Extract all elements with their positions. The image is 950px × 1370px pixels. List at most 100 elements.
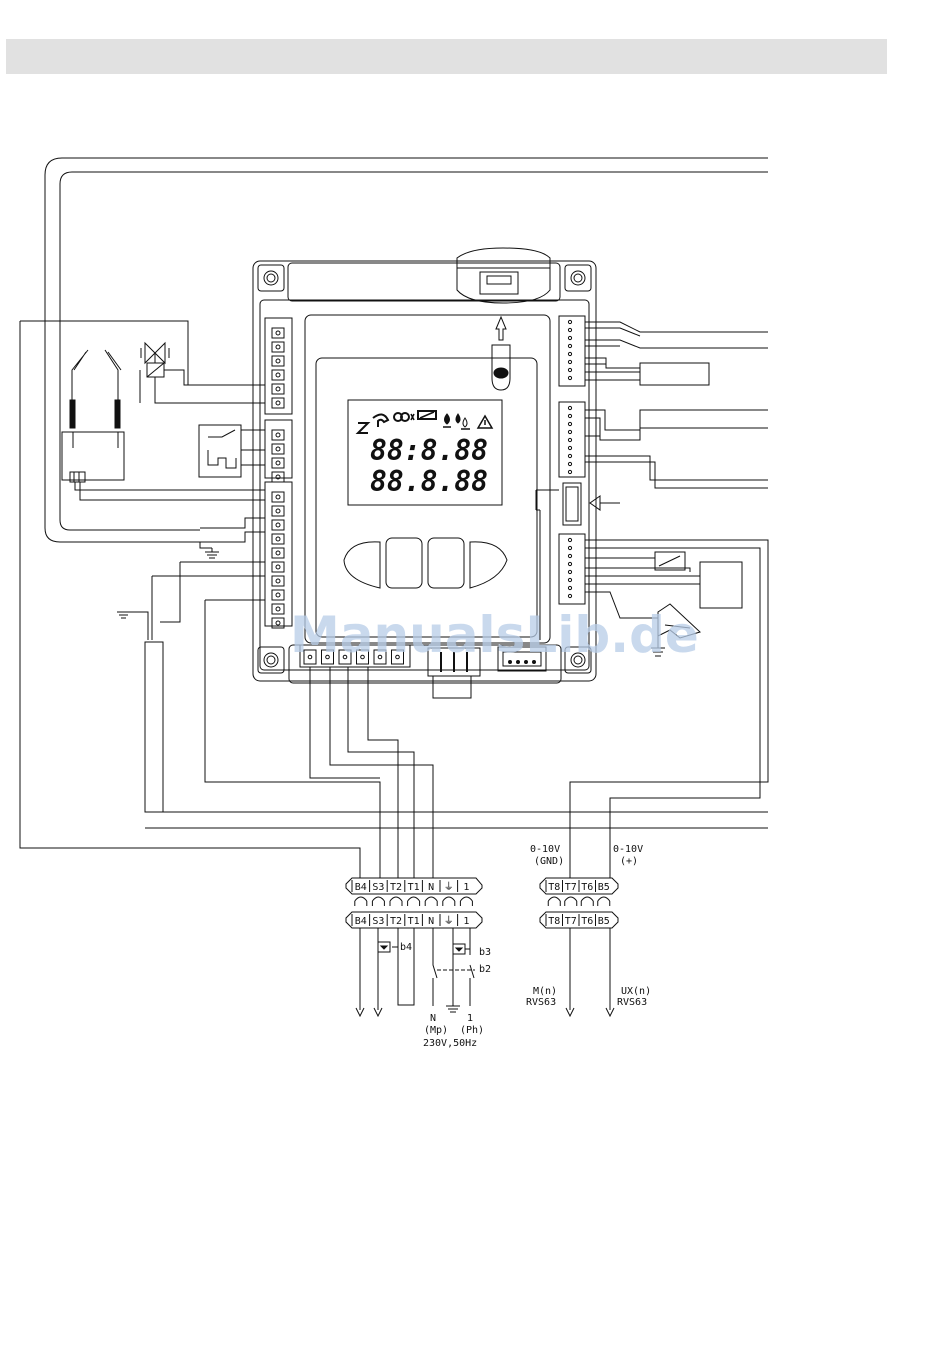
pin-contact: [568, 344, 571, 347]
terminal-link: [443, 897, 455, 901]
label-phase: 1: [467, 1013, 473, 1024]
pin-contact: [568, 352, 571, 355]
pressure-switch: [199, 425, 265, 477]
pin-slot: [272, 576, 284, 586]
pin-contact: [568, 454, 571, 457]
pin-contact: [568, 546, 571, 549]
terminal-label: T1: [408, 916, 420, 927]
pin-screw: [276, 401, 280, 405]
pin-contact: [568, 360, 571, 363]
pin-slot: [272, 398, 284, 408]
label-m-sub: RVS63: [526, 997, 556, 1008]
left-wiring: [20, 321, 768, 878]
pin-slot: [272, 328, 284, 338]
pin-contact: [568, 446, 571, 449]
pin-screw: [276, 607, 280, 611]
pin-contact: [568, 438, 571, 441]
terminal-label: T2: [390, 916, 402, 927]
pin-screw: [276, 579, 280, 583]
terminal-link: [460, 897, 472, 901]
terminal-label: T6: [581, 882, 593, 893]
label-plus-line2: (+): [620, 856, 638, 867]
pin-slot: [272, 370, 284, 380]
pin-slot: [272, 534, 284, 544]
label-neutral-sub: (Mp): [424, 1025, 448, 1036]
terminal-label: S3: [372, 916, 384, 927]
terminal-label: 1: [463, 882, 469, 893]
button-plus[interactable]: [428, 538, 464, 588]
terminal-label: T8: [548, 916, 560, 927]
pin-screw: [276, 461, 280, 465]
pin-slot: [272, 342, 284, 352]
right-terminal-strips: [536, 316, 620, 640]
control-buttons: [344, 538, 507, 588]
terminal-link: [548, 897, 560, 901]
terminal-label: N: [428, 882, 434, 893]
terminal-label: T8: [548, 882, 560, 893]
pin-slot: [272, 356, 284, 366]
pin-contact: [568, 320, 571, 323]
terminal-label: ⏚: [444, 915, 454, 927]
display-line-1: 88:8.88: [370, 434, 488, 467]
terminal-label: T7: [565, 916, 577, 927]
label-gnd-line2: (GND): [534, 856, 564, 867]
button-left[interactable]: [344, 542, 380, 588]
terminal-block-left: B4B4S3S3T2T2T1T1NN⏚⏚11: [346, 878, 482, 928]
terminal-label: B4: [355, 882, 367, 893]
terminal-link: [372, 897, 384, 901]
terminal-link: [408, 897, 420, 901]
pin-slot: [272, 444, 284, 454]
pin-slot: [272, 472, 284, 482]
label-m: M(n): [533, 986, 557, 997]
terminal-label: ⏚: [444, 881, 454, 893]
pin-screw: [276, 373, 280, 377]
pin-screw: [276, 621, 280, 625]
terminal-link: [390, 897, 402, 901]
left-terminal-strips: [265, 318, 292, 628]
terminal-label: B4: [355, 916, 367, 927]
pin-slot: [272, 590, 284, 600]
pin-slot: [272, 430, 284, 440]
label-b2: b2: [479, 964, 491, 975]
watermark: ManualsLib.de: [290, 606, 699, 664]
pin-contact: [568, 462, 571, 465]
pin-slot: [272, 562, 284, 572]
terminal-label: S3: [372, 882, 384, 893]
terminal-link: [425, 897, 437, 901]
right-wiring: [570, 322, 768, 878]
label-plus-line1: 0-10V: [613, 844, 643, 855]
pin-screw: [276, 593, 280, 597]
terminal-label: T1: [408, 882, 420, 893]
pin-contact: [568, 336, 571, 339]
terminal-label: T6: [581, 916, 593, 927]
pin-contact: [568, 414, 571, 417]
terminal-label: T2: [390, 882, 402, 893]
pin-screw: [276, 523, 280, 527]
solenoid-valve: [140, 343, 265, 403]
label-gnd-line1: 0-10V: [530, 844, 560, 855]
label-b3: b3: [479, 947, 491, 958]
terminal-link: [565, 897, 577, 901]
pin-slot: [272, 548, 284, 558]
button-minus[interactable]: [386, 538, 422, 588]
pin-contact: [568, 368, 571, 371]
pin-contact: [568, 328, 571, 331]
terminal-label: N: [428, 916, 434, 927]
pin-contact: [568, 430, 571, 433]
display-line-2: 88.8.88: [370, 465, 488, 498]
terminal-label: 1: [463, 916, 469, 927]
pin-screw: [276, 331, 280, 335]
pin-contact: [568, 562, 571, 565]
button-right[interactable]: [470, 542, 507, 588]
label-ux: UX(n): [621, 986, 651, 997]
pin-screw: [276, 447, 280, 451]
label-neutral: N: [430, 1013, 436, 1024]
pin-slot: [272, 458, 284, 468]
pin-slot: [272, 384, 284, 394]
pin-screw: [276, 433, 280, 437]
pin-slot: [272, 506, 284, 516]
pin-screw: [276, 495, 280, 499]
pin-contact: [568, 586, 571, 589]
